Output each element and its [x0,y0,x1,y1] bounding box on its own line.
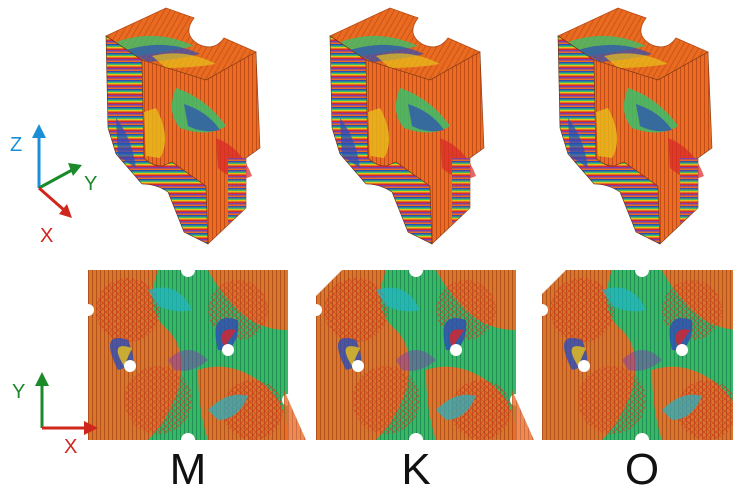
axes-3d: Z Y X [10,124,97,247]
y-axis-2d-label: Y [12,381,25,403]
part-top-view-K [310,263,534,447]
panel-label-O: O [625,445,659,491]
axes-2d: Y X [12,372,98,458]
part-top-view-O [536,263,733,447]
part-3d-O [557,7,713,245]
x-2d-arrowhead [84,421,98,435]
y-axis-label: Y [84,173,97,195]
x-axis-label: X [40,225,53,247]
x-arrowhead [59,204,72,218]
panel-label-K: K [401,445,430,491]
z-axis-label: Z [10,134,22,156]
y-arrowhead [68,163,82,176]
y-axis-arrow [38,168,73,190]
z-arrowhead [32,124,46,138]
y-2d-arrowhead [35,372,49,386]
part-top-view-M [82,263,306,447]
panel-label-M: M [170,445,207,491]
part-3d-K [329,7,485,245]
part-3d-M [105,7,261,245]
x-axis-2d-label: X [64,436,77,458]
x-axis-arrow [38,186,65,212]
